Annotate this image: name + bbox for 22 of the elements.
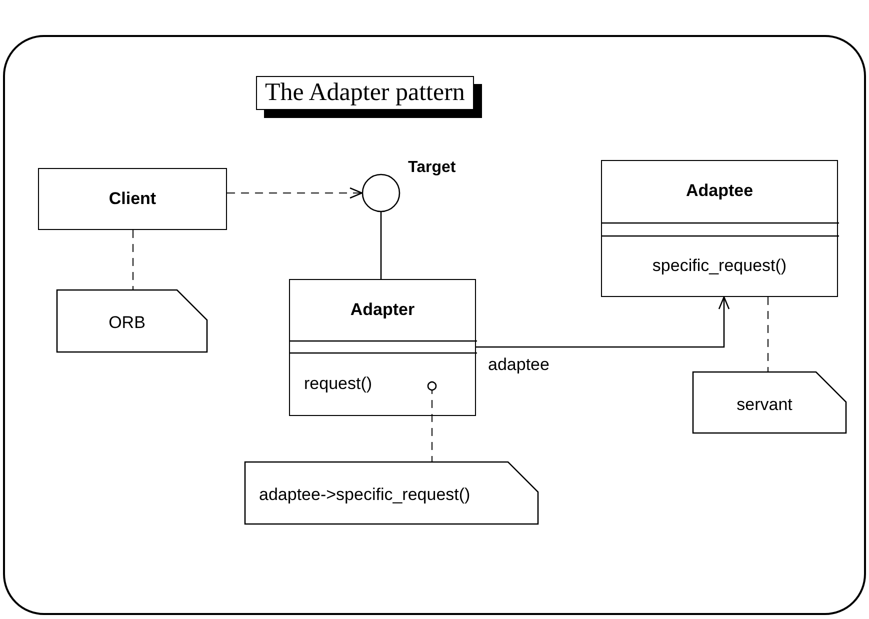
operation-text: specific_request() [651, 256, 788, 276]
connector-line [427, 381, 437, 462]
operation-text: request() [304, 374, 374, 394]
class-name: Adaptee [684, 181, 754, 201]
class-name: Adapter [349, 300, 416, 320]
note [693, 372, 846, 433]
interface-name: Target [408, 159, 456, 177]
class-box [601, 160, 838, 297]
class-box [38, 168, 227, 230]
class-box [289, 279, 476, 416]
note [245, 462, 538, 524]
edge-label: adaptee [488, 355, 550, 375]
connector-line [767, 297, 769, 372]
arrow [227, 187, 363, 199]
note [57, 290, 207, 352]
note-text: adaptee->specific_request() [259, 485, 472, 505]
note-text: servant [736, 394, 794, 414]
class-name: Client [108, 189, 158, 209]
arrow [476, 296, 730, 348]
connector-line [380, 212, 382, 279]
connector-line [132, 230, 134, 290]
note-text: ORB [108, 313, 146, 333]
